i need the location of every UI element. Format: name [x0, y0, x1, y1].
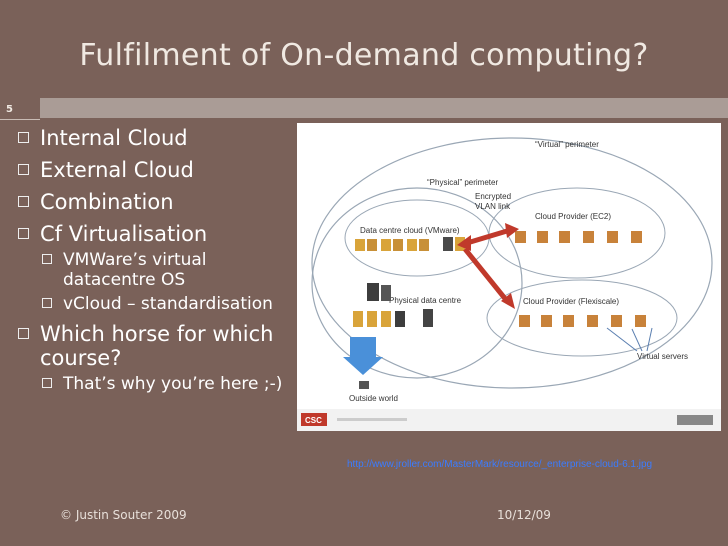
cloud-diagram-image: “Virtual” perimeter “Physical” perimeter… [297, 123, 721, 431]
outside-world-arrow [343, 337, 383, 389]
bullet-square-icon [18, 196, 29, 207]
outside-world-label: Outside world [349, 394, 398, 403]
virtual-servers-label: Virtual servers [637, 352, 688, 361]
bullet-text: Cf Virtualisation [40, 222, 208, 246]
footer-copyright: © Justin Souter 2009 [60, 508, 187, 522]
vlan-link-label: VLAN link [475, 202, 511, 211]
sub-bullet-item: VMWare’s virtual datacentre OS [6, 250, 296, 290]
bullet-item: Which horse for which course? [6, 322, 296, 370]
physical-data-centre-label: Physical data centre [389, 296, 462, 305]
bullet-text: Which horse for which course? [40, 322, 274, 370]
physical-perimeter-ellipse [311, 187, 523, 379]
encrypted-link-arrows [457, 223, 519, 309]
physical-perimeter-label: “Physical” perimeter [427, 178, 498, 187]
virtual-server-pointers [606, 327, 653, 352]
bullet-square-icon [18, 228, 29, 239]
bullet-item: Combination [6, 190, 296, 214]
physical-servers [353, 283, 433, 327]
strip-controls [677, 415, 713, 425]
flexiscale-cloud-ellipse [486, 279, 678, 357]
ec2-servers [515, 231, 642, 243]
bullet-square-icon [18, 132, 29, 143]
title-rule [40, 98, 728, 118]
cloud-provider-ec2-label: Cloud Provider (EC2) [535, 212, 611, 221]
sub-bullet-item: That’s why you’re here ;-) [6, 374, 296, 394]
sub-bullet-item: vCloud – standardisation [6, 294, 296, 314]
bullet-square-icon [18, 164, 29, 175]
virtual-perimeter-label: “Virtual” perimeter [535, 140, 599, 149]
sub-bullet-square-icon [42, 254, 52, 264]
bullet-item: Internal Cloud [6, 126, 296, 150]
cloud-provider-flexiscale-label: Cloud Provider (Flexiscale) [523, 297, 619, 306]
figure-footer-strip [297, 409, 721, 431]
bullet-text: External Cloud [40, 158, 194, 182]
sub-bullet-text: vCloud – standardisation [63, 294, 273, 314]
bullet-text: Combination [40, 190, 174, 214]
title-rule-line [0, 119, 40, 120]
slide-number: 5 [6, 104, 13, 115]
sub-bullet-text: That’s why you’re here ;-) [63, 374, 283, 394]
virtual-perimeter-ellipse [311, 137, 713, 389]
bullet-list: Internal Cloud External Cloud Combinatio… [6, 122, 296, 394]
bullet-square-icon [18, 328, 29, 339]
bullet-item: Cf Virtualisation [6, 222, 296, 246]
image-source-link[interactable]: http://www.jroller.com/MasterMark/resour… [347, 459, 653, 470]
sub-bullet-square-icon [42, 298, 52, 308]
data-centre-cloud-label: Data centre cloud (VMware) [360, 226, 460, 235]
footer-date: 10/12/09 [497, 508, 551, 522]
csc-logo [301, 413, 327, 426]
vmware-servers [355, 237, 465, 251]
slide-title: Fulfilment of On-demand computing? [79, 38, 649, 73]
strip-caption-bar [337, 418, 407, 421]
flexiscale-servers [519, 315, 646, 327]
csc-logo-text: CSC [305, 416, 322, 425]
sub-bullet-text: VMWare’s virtual datacentre OS [63, 250, 207, 290]
bullet-item: External Cloud [6, 158, 296, 182]
ec2-cloud-ellipse [488, 187, 666, 279]
encrypted-label: Encrypted [475, 192, 511, 201]
bullet-text: Internal Cloud [40, 126, 188, 150]
cloud-diagram: “Virtual” perimeter “Physical” perimeter… [297, 123, 721, 431]
sub-bullet-square-icon [42, 378, 52, 388]
